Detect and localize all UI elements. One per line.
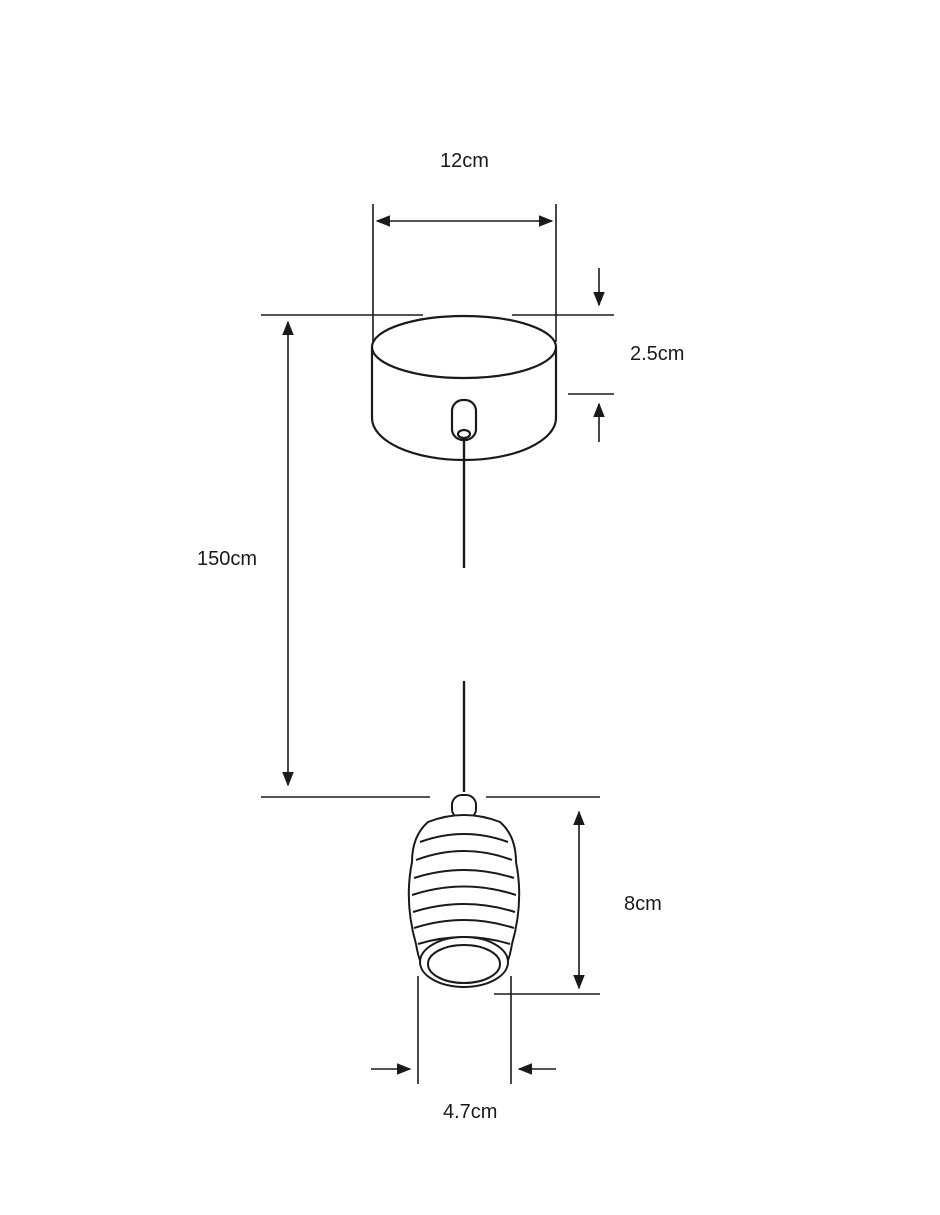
shade-ring-2b bbox=[411, 885, 517, 896]
shade-ring-3 bbox=[412, 903, 516, 913]
shade-width-label: 4.7cm bbox=[443, 1101, 498, 1123]
ceiling-canopy bbox=[370, 314, 558, 462]
canopy-height-label: 2.5cm bbox=[630, 343, 685, 365]
canopy-top-reference-lines bbox=[261, 314, 614, 395]
shade-ring-2 bbox=[413, 869, 515, 879]
canopy-width-label: 12cm bbox=[440, 150, 489, 172]
shade-ring-3b bbox=[413, 919, 515, 929]
cable-length-label: 150cm bbox=[197, 548, 258, 570]
lamp-shade bbox=[407, 794, 521, 988]
shade-width-dimension bbox=[371, 976, 556, 1084]
shade-ring-1 bbox=[419, 833, 509, 843]
shade-height-label: 8cm bbox=[624, 893, 662, 915]
canopy-width-dimension bbox=[372, 204, 557, 342]
shade-ring-1b bbox=[415, 850, 513, 861]
shade-bottom-inner bbox=[427, 944, 501, 984]
